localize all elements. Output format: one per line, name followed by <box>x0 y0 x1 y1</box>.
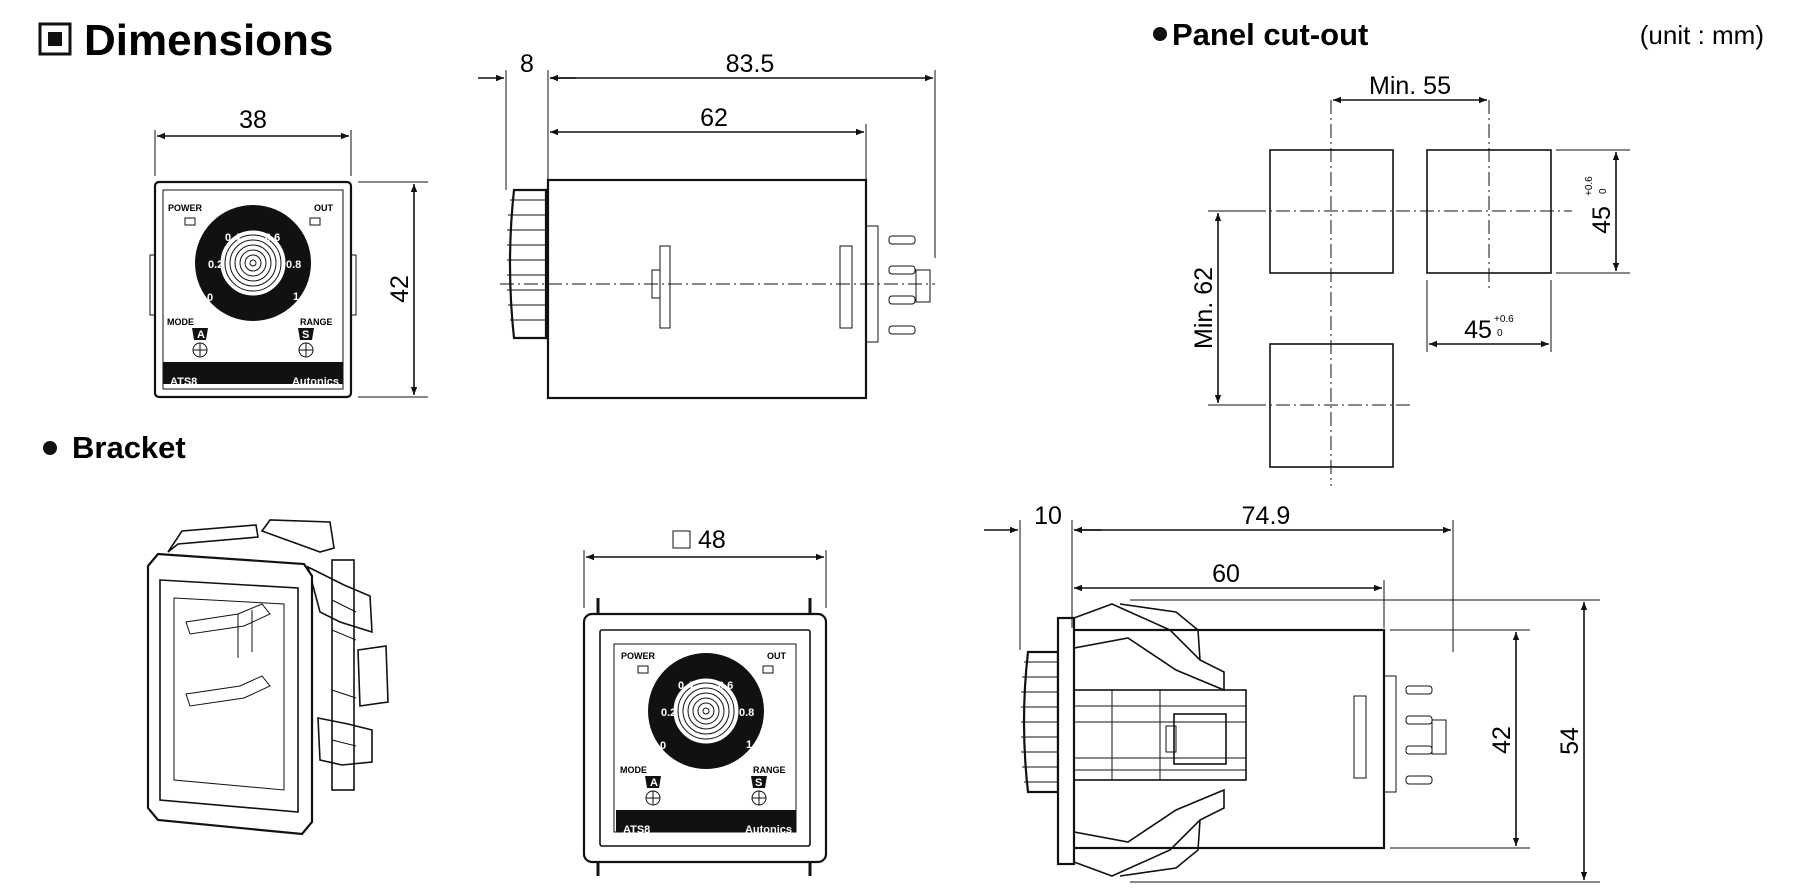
side-view: 8 83.5 62 <box>478 50 936 400</box>
svg-text:Dimensions: Dimensions <box>84 16 333 65</box>
dim-cut-h: 45 +0.6 0 <box>1584 176 1616 234</box>
dim-cut-min-y: Min. 62 <box>1190 267 1218 349</box>
svg-text:+0.6: +0.6 <box>1584 176 1595 196</box>
svg-text:MODE: MODE <box>620 765 647 775</box>
svg-text:0.4: 0.4 <box>678 680 694 692</box>
svg-text:0.2: 0.2 <box>208 259 223 271</box>
svg-text:Autonics: Autonics <box>745 824 792 836</box>
title-dimensions: Dimensions <box>38 16 333 65</box>
svg-text:1: 1 <box>293 291 299 303</box>
svg-text:POWER: POWER <box>621 651 656 661</box>
svg-text:0.8: 0.8 <box>286 259 301 271</box>
svg-text:0: 0 <box>660 740 666 752</box>
bracket-perspective <box>146 519 389 836</box>
front-view: POWER OUT MODE RANGE A S ATS8 Autonics 0… <box>149 106 428 399</box>
bracket-side-view: 10 74.9 60 42 54 <box>984 502 1600 883</box>
svg-text:Panel cut-out: Panel cut-out <box>1172 17 1368 52</box>
unit-label: (unit : mm) <box>1640 20 1764 50</box>
dim-front-height: 42 <box>386 275 414 303</box>
svg-text:0: 0 <box>207 292 213 304</box>
svg-text:RANGE: RANGE <box>300 317 333 327</box>
dim-bracket-front: 10 <box>1034 502 1062 530</box>
bracket-front-view: POWER OUT MODE RANGE A S ATS8 Autonics 0… <box>582 526 828 876</box>
svg-text:S: S <box>755 777 762 789</box>
svg-text:+0.6: +0.6 <box>1494 314 1514 325</box>
dim-cut-min-x: Min. 55 <box>1369 72 1451 100</box>
svg-text:0.6: 0.6 <box>718 680 733 692</box>
svg-text:0.2: 0.2 <box>661 707 676 719</box>
svg-text:45: 45 <box>1588 206 1616 234</box>
square-symbol-icon <box>672 530 691 549</box>
svg-text:ATS8: ATS8 <box>623 824 650 836</box>
dim-bracket-square: 48 <box>698 526 726 554</box>
dim-bracket-h-outer: 54 <box>1556 727 1584 755</box>
panel-cutout: Min. 55 Min. 62 45 +0.6 0 45 +0.6 0 <box>1190 72 1630 486</box>
svg-text:0: 0 <box>1497 328 1503 339</box>
dim-side-total: 83.5 <box>726 50 775 78</box>
svg-text:OUT: OUT <box>314 203 334 213</box>
svg-text:1: 1 <box>746 739 752 751</box>
svg-text:A: A <box>650 777 658 789</box>
title-bracket: Bracket <box>43 430 186 465</box>
svg-text:S: S <box>302 329 309 341</box>
svg-text:0.8: 0.8 <box>739 707 754 719</box>
svg-text:Autonics: Autonics <box>292 376 339 388</box>
dim-bracket-h-inner: 42 <box>1488 726 1516 754</box>
svg-text:Bracket: Bracket <box>72 430 186 465</box>
dim-front-width: 38 <box>239 106 267 134</box>
svg-text:0: 0 <box>1598 188 1609 194</box>
dim-bracket-body: 60 <box>1212 560 1240 588</box>
svg-text:0.6: 0.6 <box>265 232 280 244</box>
svg-text:ATS8: ATS8 <box>170 376 197 388</box>
dim-side-body: 62 <box>700 104 728 132</box>
svg-text:A: A <box>197 329 205 341</box>
svg-text:RANGE: RANGE <box>753 765 786 775</box>
svg-text:MODE: MODE <box>167 317 194 327</box>
svg-text:45: 45 <box>1464 316 1492 344</box>
dim-bracket-total: 74.9 <box>1242 502 1291 530</box>
title-panel-cutout: Panel cut-out <box>1153 17 1368 52</box>
svg-text:POWER: POWER <box>168 203 203 213</box>
dim-side-front: 8 <box>520 50 534 78</box>
svg-text:OUT: OUT <box>767 651 787 661</box>
svg-text:0.4: 0.4 <box>225 232 241 244</box>
dim-cut-w: 45 +0.6 0 <box>1464 314 1514 344</box>
